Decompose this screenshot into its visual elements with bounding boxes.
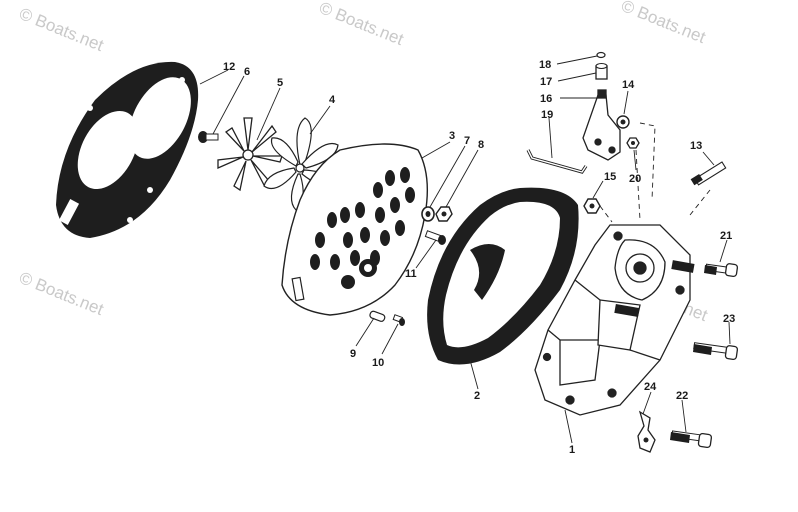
callout-8: 8 [478, 139, 484, 151]
part-2-gasket [427, 187, 579, 365]
callout-4: 4 [329, 94, 336, 106]
callout-17: 17 [540, 76, 552, 88]
callout-22: 22 [676, 390, 688, 402]
part-17-bushing [595, 62, 608, 80]
part-11-screw [424, 230, 446, 245]
watermark-top-center: © Boats.net [317, 0, 407, 49]
callout-13: 13 [690, 140, 702, 152]
callout-18: 18 [539, 59, 551, 71]
watermark-top-left: © Boats.net [17, 4, 107, 55]
part-20-nut [626, 137, 640, 149]
part-9-pin [369, 310, 386, 322]
part-10-screw [392, 314, 405, 326]
callout-6: 6 [244, 66, 250, 78]
callout-11: 11 [405, 268, 417, 280]
callout-5: 5 [277, 77, 283, 89]
part-19-link-rod [526, 149, 588, 174]
callout-10: 10 [372, 357, 384, 369]
part-12-head-gasket [56, 61, 199, 239]
callout-9: 9 [350, 348, 356, 360]
part-5-reed-valve [217, 117, 283, 192]
part-3-reed-plate [281, 143, 429, 316]
callout-16: 16 [540, 93, 552, 105]
part-23-bolt [693, 342, 739, 361]
callout-2: 2 [474, 390, 480, 402]
part-13-stud [690, 161, 727, 186]
part-7-washer [421, 206, 435, 222]
part-24-clip [637, 410, 656, 453]
assembly-dashed-lines [599, 122, 711, 223]
callout-7: 7 [464, 135, 470, 147]
callout-20: 20 [629, 173, 641, 185]
callout-3: 3 [449, 130, 455, 142]
watermark-mid-left: © Boats.net [17, 268, 107, 319]
part-21-bolt [704, 263, 739, 278]
part-6-screw [198, 131, 219, 143]
callout-23: 23 [723, 313, 735, 325]
callout-labels: 12 6 5 4 3 7 8 11 9 10 2 1 13 14 15 16 1… [223, 59, 735, 456]
watermark-top-right: © Boats.net [619, 0, 709, 47]
part-18-clip [596, 51, 606, 59]
callout-15: 15 [604, 171, 616, 183]
part-16-bracket [582, 89, 621, 161]
callout-24: 24 [644, 381, 657, 393]
leader-lines [199, 55, 731, 444]
callout-1: 1 [569, 444, 575, 456]
part-14-nut [616, 115, 630, 129]
part-15-nut [583, 198, 601, 214]
callout-14: 14 [622, 79, 635, 91]
part-8-nut [435, 206, 453, 222]
part-1-housing [534, 224, 695, 416]
callout-12: 12 [223, 61, 235, 73]
part-22-bolt [670, 430, 713, 449]
callout-21: 21 [720, 230, 732, 242]
callout-19: 19 [541, 109, 553, 121]
